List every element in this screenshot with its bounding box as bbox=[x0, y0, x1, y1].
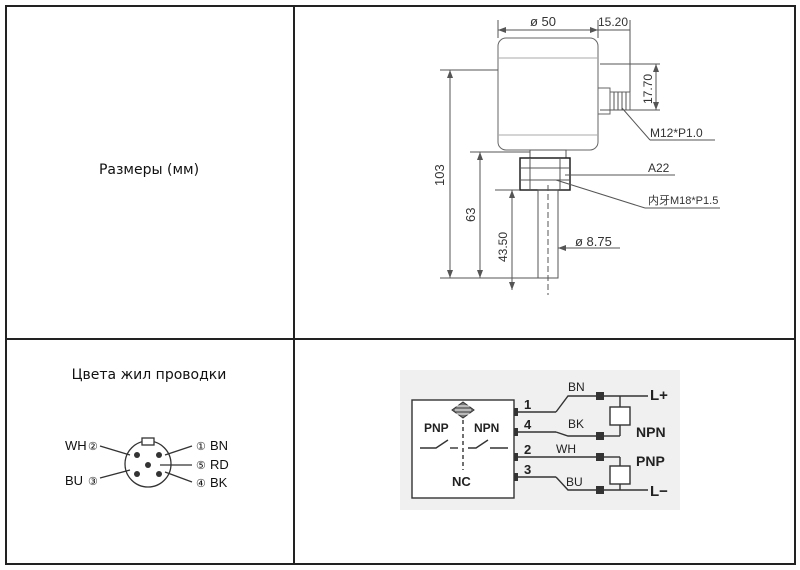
spec-table bbox=[5, 5, 796, 565]
wire-colors-label: Цвета жил проводки bbox=[71, 367, 227, 383]
table-row-divider bbox=[5, 338, 796, 340]
dimensions-label: Размеры (мм) bbox=[98, 162, 200, 178]
table-column-divider bbox=[293, 5, 295, 565]
